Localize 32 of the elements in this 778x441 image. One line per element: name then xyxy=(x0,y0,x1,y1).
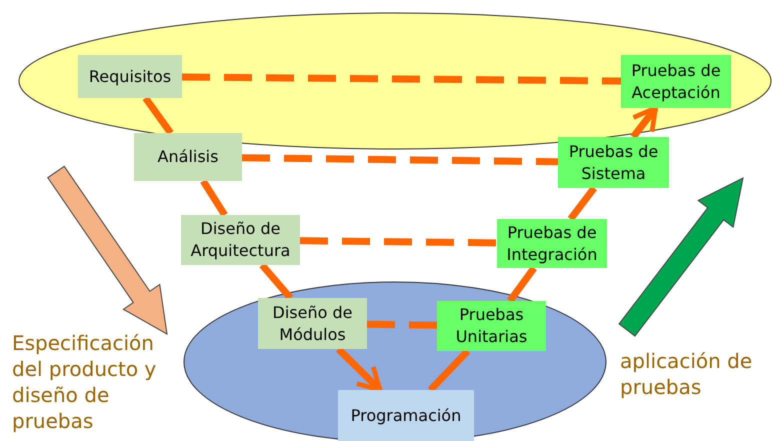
side-note: aplicación de pruebas xyxy=(620,348,754,400)
phase-box xyxy=(181,215,300,265)
node-label: Diseño de Arquitectura xyxy=(190,218,292,262)
phase-box xyxy=(258,298,367,349)
dashed-connector xyxy=(242,154,558,166)
dashed-connector xyxy=(300,237,498,246)
node-label: Análisis xyxy=(158,146,218,168)
node-label: Pruebas de Integración xyxy=(506,222,598,266)
connector xyxy=(259,262,294,300)
node-label: Diseño de Módulos xyxy=(272,302,354,346)
connector xyxy=(142,96,174,136)
test-box xyxy=(497,219,607,268)
node-label: Programación xyxy=(350,404,462,426)
node-label: Pruebas de Aceptación xyxy=(630,60,722,104)
node-label: Pruebas de Sistema xyxy=(568,140,660,184)
test-box xyxy=(621,55,731,108)
node-label: Requisitos xyxy=(88,66,172,88)
node-label: Pruebas Unitarias xyxy=(454,304,528,348)
dashed-connector xyxy=(182,73,622,84)
connector xyxy=(428,348,470,392)
phase-box xyxy=(134,133,242,181)
dashed-connector xyxy=(366,320,438,329)
connector xyxy=(507,266,537,304)
phase-box xyxy=(78,55,182,98)
coding-box xyxy=(338,390,474,441)
arrow xyxy=(336,346,383,392)
side-note: Especificación del producto y diseño de pruebas xyxy=(12,330,158,434)
connector xyxy=(200,179,228,217)
test-box xyxy=(558,137,669,188)
arrow xyxy=(630,106,658,140)
test-box xyxy=(437,301,546,351)
connector xyxy=(568,186,597,222)
